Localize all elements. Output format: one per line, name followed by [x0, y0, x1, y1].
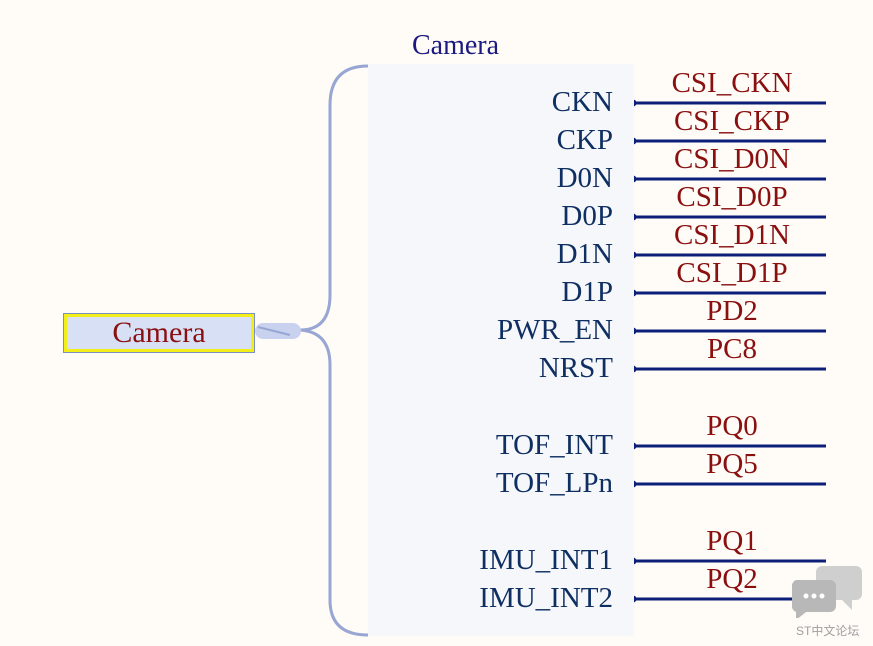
watermark-text: ST中文论坛: [796, 624, 860, 638]
net-label: PQ2: [706, 563, 758, 595]
pin-label: D1P: [561, 276, 613, 308]
block-body: [368, 64, 634, 636]
net-label: CSI_D0P: [676, 181, 788, 213]
net-label: PQ0: [706, 410, 758, 442]
pin-label: NRST: [538, 352, 613, 384]
net-label: PQ5: [706, 448, 758, 480]
net-label: CSI_CKP: [673, 105, 791, 137]
pin-label: TOF_INT: [495, 429, 613, 461]
pin-label: CKP: [556, 124, 613, 156]
net-label: CSI_D1N: [673, 219, 790, 251]
brace-line: [299, 64, 369, 637]
pin-label: D0N: [556, 162, 613, 194]
net-label: PQ1: [706, 525, 758, 557]
pin-label: IMU_INT2: [479, 582, 613, 614]
net-label: CSI_D0N: [673, 143, 790, 175]
pin-label: IMU_INT1: [479, 544, 613, 576]
pin-label: D1N: [556, 238, 613, 270]
chat-bubbles-icon: [792, 566, 862, 618]
block-title: Camera: [412, 30, 500, 61]
pin-label: D0P: [561, 200, 613, 232]
pin-label: TOF_LPn: [495, 467, 613, 499]
net-label: PD2: [706, 295, 758, 327]
net-label: CSI_D1P: [676, 257, 788, 289]
sheet-ref-label: Camera: [112, 316, 206, 349]
pin-label: PWR_EN: [497, 314, 613, 346]
pin-label: CKN: [551, 86, 613, 118]
sheet-ref-box[interactable]: Camera: [64, 314, 254, 352]
net-label: CSI_CKN: [671, 67, 793, 99]
connector-stroke: [257, 326, 291, 336]
net-label: PC8: [707, 333, 757, 365]
